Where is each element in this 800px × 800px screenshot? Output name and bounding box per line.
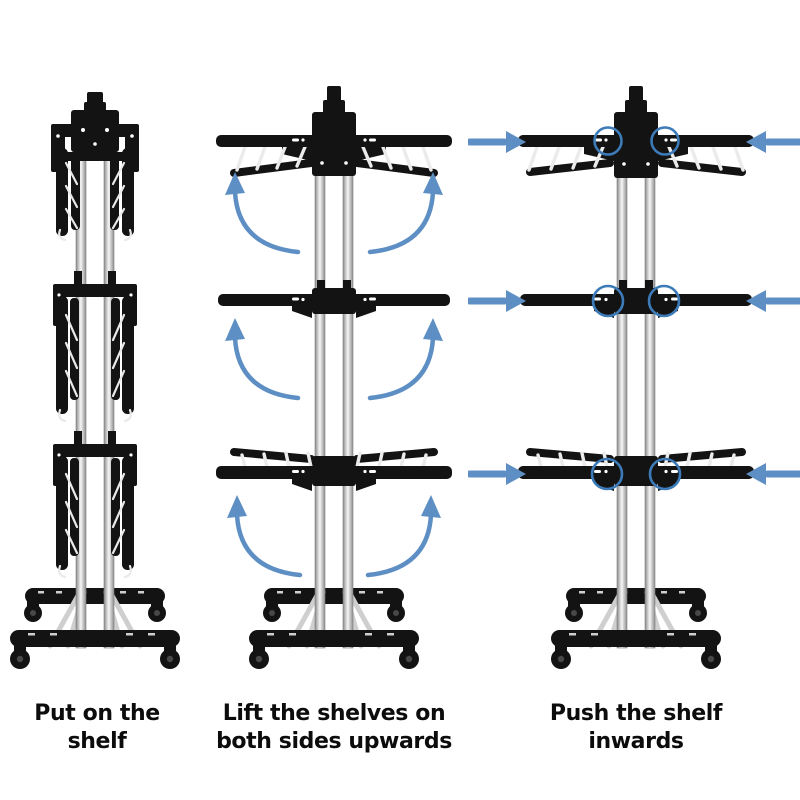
left-pole — [616, 119, 628, 649]
left-pole — [314, 119, 326, 649]
caption-line: Push the shelf inwards — [549, 701, 723, 755]
folded-shelf-tier-3 — [53, 431, 137, 579]
top-connector-block — [312, 86, 356, 176]
lift-arrow-icon — [225, 318, 301, 401]
folded-shelf-tier-1 — [56, 148, 134, 242]
step-3-illustration — [468, 86, 800, 669]
rack-base-lower — [249, 591, 419, 669]
right-pole — [342, 119, 354, 649]
lift-arrow-icon — [367, 172, 443, 255]
shelf-tier-1 — [216, 135, 452, 177]
caption-line: both sides upwards — [216, 729, 452, 755]
rack-base-lower — [551, 591, 721, 669]
step-2-caption: Lift the shelves on both sides upwards — [212, 700, 456, 756]
shelf-tier-1 — [518, 135, 754, 176]
folded-shelf-tier-2 — [53, 271, 137, 423]
folded-drying-rack — [10, 92, 180, 669]
lift-arrow-icon — [365, 495, 441, 578]
caption-line: Put on the shelf — [34, 701, 160, 755]
shelf-tier-2 — [520, 280, 752, 318]
push-arrow-icon — [746, 290, 800, 312]
lock-highlight-circle — [593, 126, 623, 156]
lock-highlight-circle — [591, 284, 625, 318]
step-1-illustration — [10, 92, 180, 669]
caption-line: Lift the shelves on — [222, 701, 446, 726]
lock-highlight-circle — [648, 457, 682, 491]
step-1-caption: Put on the shelf — [2, 700, 192, 756]
lock-highlight-circle — [590, 457, 624, 491]
rack-assembled — [468, 86, 800, 669]
push-arrow-icon — [468, 290, 526, 312]
shelf-tier-3 — [518, 448, 754, 491]
lift-arrow-icon — [367, 318, 443, 401]
shelf-tier-2 — [218, 280, 450, 318]
lift-arrow-icon — [225, 172, 301, 255]
step-3-caption: Push the shelf inwards — [514, 700, 758, 756]
right-pole — [644, 119, 656, 649]
rack-shelves-lifted — [216, 86, 452, 669]
lift-arrow-icon — [227, 495, 303, 578]
push-arrow-icon — [468, 131, 526, 153]
top-connector-block — [614, 86, 658, 178]
shelf-tier-3 — [216, 448, 452, 491]
push-arrow-icon — [468, 463, 526, 485]
step-2-illustration — [216, 86, 452, 669]
lock-highlight-circle — [647, 284, 681, 318]
rack-base-lower — [10, 591, 180, 669]
push-arrow-icon — [746, 131, 800, 153]
lock-highlight-circle — [650, 126, 680, 156]
push-arrow-icon — [746, 463, 800, 485]
